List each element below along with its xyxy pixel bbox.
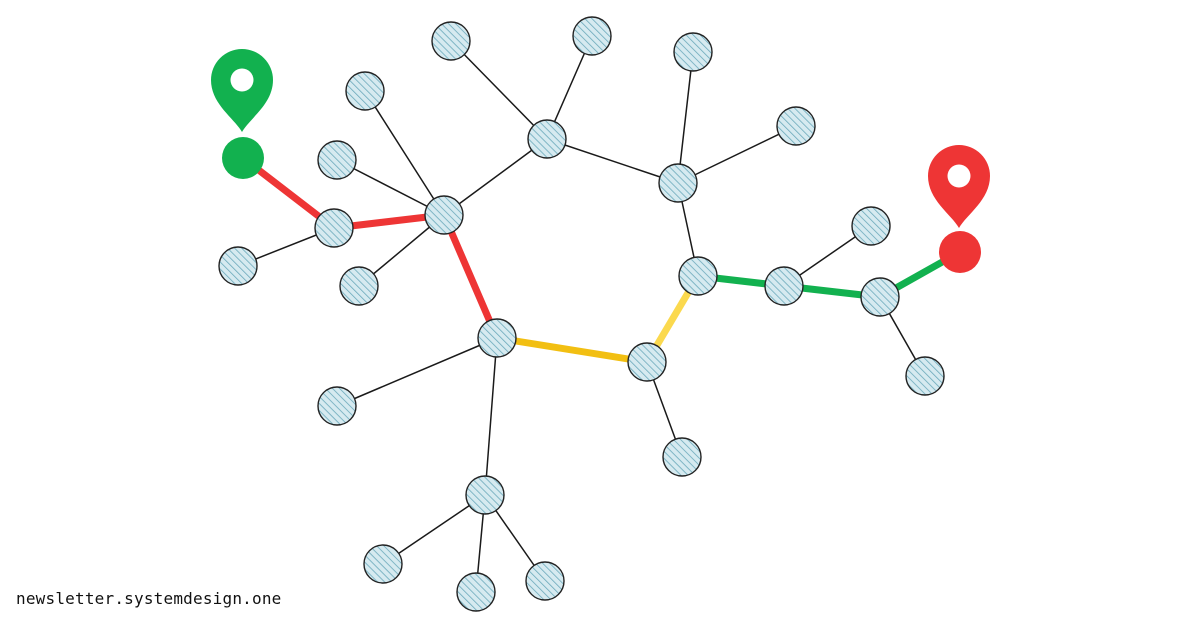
edge [443,138,548,216]
graph-node [776,106,816,146]
graph-node [431,21,471,61]
source-watermark: newsletter.systemdesign.one [16,589,282,608]
edge [364,90,445,216]
edge [677,51,694,184]
graph-node [525,561,565,601]
edge [336,337,498,407]
graph-node [673,32,713,72]
route-segment-moderate [493,334,651,366]
graph-node [764,266,804,306]
edge [484,337,498,496]
graph-nodes [218,16,945,612]
edge [546,138,679,184]
end-map-pin-icon [928,145,990,228]
graph-node [345,71,385,111]
graph-node [627,342,667,382]
graph-node [851,206,891,246]
start-map-pin-icon [211,49,273,132]
graph-node [477,318,517,358]
graph-node [218,246,258,286]
edge [677,125,797,184]
graph-node [860,277,900,317]
edge [450,40,548,140]
graph-node [465,475,505,515]
graph-node [424,195,464,235]
graph-node [658,163,698,203]
graph-node [317,386,357,426]
route-segment-heavy [440,211,501,342]
graph-node [314,208,354,248]
edge [382,494,486,565]
edge [336,159,445,216]
graph-node [527,119,567,159]
graph-edges [237,35,926,593]
graph-node [317,140,357,180]
route-path [239,154,964,366]
graph-node [572,16,612,56]
graph-node [678,256,718,296]
graph-node [905,356,945,396]
start-node [222,137,264,179]
graph-node [456,572,496,612]
graph-node [339,266,379,306]
end-node [939,231,981,273]
graph-node [662,437,702,477]
graph-node [363,544,403,584]
